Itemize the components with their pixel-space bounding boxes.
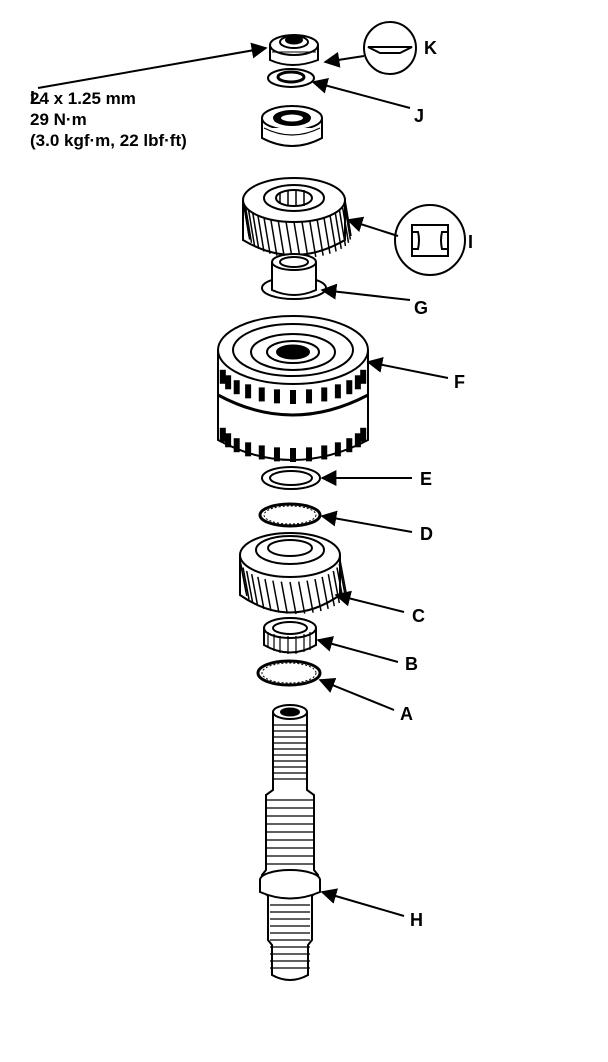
drum-slot bbox=[273, 389, 280, 404]
drum-slot bbox=[346, 380, 353, 395]
drum-slot bbox=[273, 447, 280, 462]
detail-stroke bbox=[272, 580, 280, 613]
detail-stroke bbox=[245, 570, 254, 604]
drum-slot bbox=[354, 375, 361, 390]
detail-stroke bbox=[277, 220, 285, 258]
drum-slot bbox=[334, 442, 341, 457]
detail-stroke bbox=[242, 203, 251, 240]
detail-stroke bbox=[338, 209, 347, 247]
inset-circle-k bbox=[363, 21, 417, 75]
drum-slot bbox=[321, 387, 328, 402]
callout-h: H bbox=[410, 910, 423, 930]
shaft-splines bbox=[267, 724, 313, 969]
inset-circle-i bbox=[394, 204, 466, 276]
detail-stroke bbox=[285, 221, 293, 258]
drum-slot bbox=[306, 447, 313, 462]
detail-stroke bbox=[242, 567, 250, 600]
spec-torque-nm: 29 N·m bbox=[30, 110, 87, 129]
callout-e: E bbox=[420, 469, 432, 489]
detail-stroke bbox=[301, 221, 309, 258]
drum-slot bbox=[360, 427, 367, 442]
detail-stroke bbox=[270, 219, 278, 256]
detail-stroke bbox=[247, 209, 256, 247]
locknut-spec: 24 x 1.25 mm 29 N·m (3.0 kgf·m, 22 lbf·f… bbox=[30, 88, 187, 151]
mainshaft-part bbox=[259, 704, 321, 981]
detail-stroke bbox=[323, 217, 331, 254]
detail-stroke bbox=[329, 215, 337, 252]
detail-stroke bbox=[339, 559, 347, 593]
thrust-washer-part bbox=[261, 466, 321, 490]
detail-stroke bbox=[306, 580, 314, 613]
detail-stroke bbox=[314, 578, 322, 612]
callout-b: B bbox=[405, 654, 418, 674]
drum-slot bbox=[334, 384, 341, 399]
drum-slot bbox=[233, 438, 240, 453]
drum-slot bbox=[245, 384, 252, 399]
ball-bearing-part bbox=[261, 105, 323, 147]
spec-torque-alt: (3.0 kgf·m, 22 lbf·ft) bbox=[30, 131, 187, 150]
drum-slot bbox=[258, 387, 265, 402]
spec-thread: 24 x 1.25 mm bbox=[30, 89, 136, 108]
callout-g: G bbox=[414, 298, 428, 318]
thrust-needle-bearing-a-part bbox=[256, 659, 322, 687]
drum-slot bbox=[233, 380, 240, 395]
drum-slot bbox=[346, 438, 353, 453]
detail-stroke bbox=[263, 217, 271, 254]
callout-a: A bbox=[400, 704, 413, 724]
drum-slot bbox=[306, 389, 313, 404]
drum-slot bbox=[360, 369, 367, 384]
drum-slot bbox=[290, 448, 296, 462]
detail-stroke bbox=[264, 578, 272, 612]
detail-stroke bbox=[293, 221, 301, 259]
drum-slot bbox=[219, 427, 226, 442]
detail-stroke bbox=[252, 212, 260, 250]
locknut-part bbox=[269, 34, 319, 66]
detail-stroke bbox=[309, 220, 317, 258]
detail-stroke bbox=[250, 574, 259, 607]
detail-stroke bbox=[289, 581, 297, 615]
helical-gear-part bbox=[242, 177, 352, 259]
detail-stroke bbox=[257, 215, 265, 252]
drum-slot bbox=[258, 445, 265, 460]
drum-slot bbox=[225, 375, 232, 390]
detail-stroke bbox=[244, 206, 253, 243]
detail-stroke bbox=[316, 219, 324, 256]
conical-washer-part bbox=[267, 68, 315, 88]
leader-lines bbox=[37, 42, 449, 917]
drum-slot bbox=[245, 442, 252, 457]
callout-k: K bbox=[424, 38, 437, 58]
gear-with-hub-part bbox=[239, 532, 347, 615]
callout-c: C bbox=[412, 606, 425, 626]
drum-slot bbox=[290, 390, 296, 404]
drum-slot bbox=[354, 433, 361, 448]
detail-stroke bbox=[334, 212, 342, 250]
drum-slot bbox=[321, 445, 328, 460]
callout-labels: K L J I G F E D C B A H bbox=[30, 38, 473, 930]
callout-d: D bbox=[420, 524, 433, 544]
callout-f: F bbox=[454, 372, 465, 392]
clutch-assembly-part bbox=[217, 315, 369, 462]
clutch-drum-slots bbox=[219, 369, 367, 462]
needle-bearing-part bbox=[263, 617, 317, 654]
detail-stroke bbox=[327, 574, 336, 607]
drum-slot bbox=[225, 433, 232, 448]
detail-stroke bbox=[240, 563, 248, 596]
detail-stroke bbox=[341, 206, 350, 243]
drum-slot bbox=[219, 369, 226, 384]
detail-stroke bbox=[257, 576, 265, 609]
detail-stroke bbox=[280, 581, 289, 614]
collar-part bbox=[261, 253, 327, 300]
callout-i: I bbox=[468, 232, 473, 252]
detail-stroke bbox=[321, 576, 329, 609]
detail-stroke bbox=[338, 563, 346, 596]
callout-l: L bbox=[30, 88, 41, 108]
detail-stroke bbox=[297, 581, 306, 614]
callout-j: J bbox=[414, 106, 424, 126]
thrust-needle-bearing-part bbox=[258, 502, 322, 528]
